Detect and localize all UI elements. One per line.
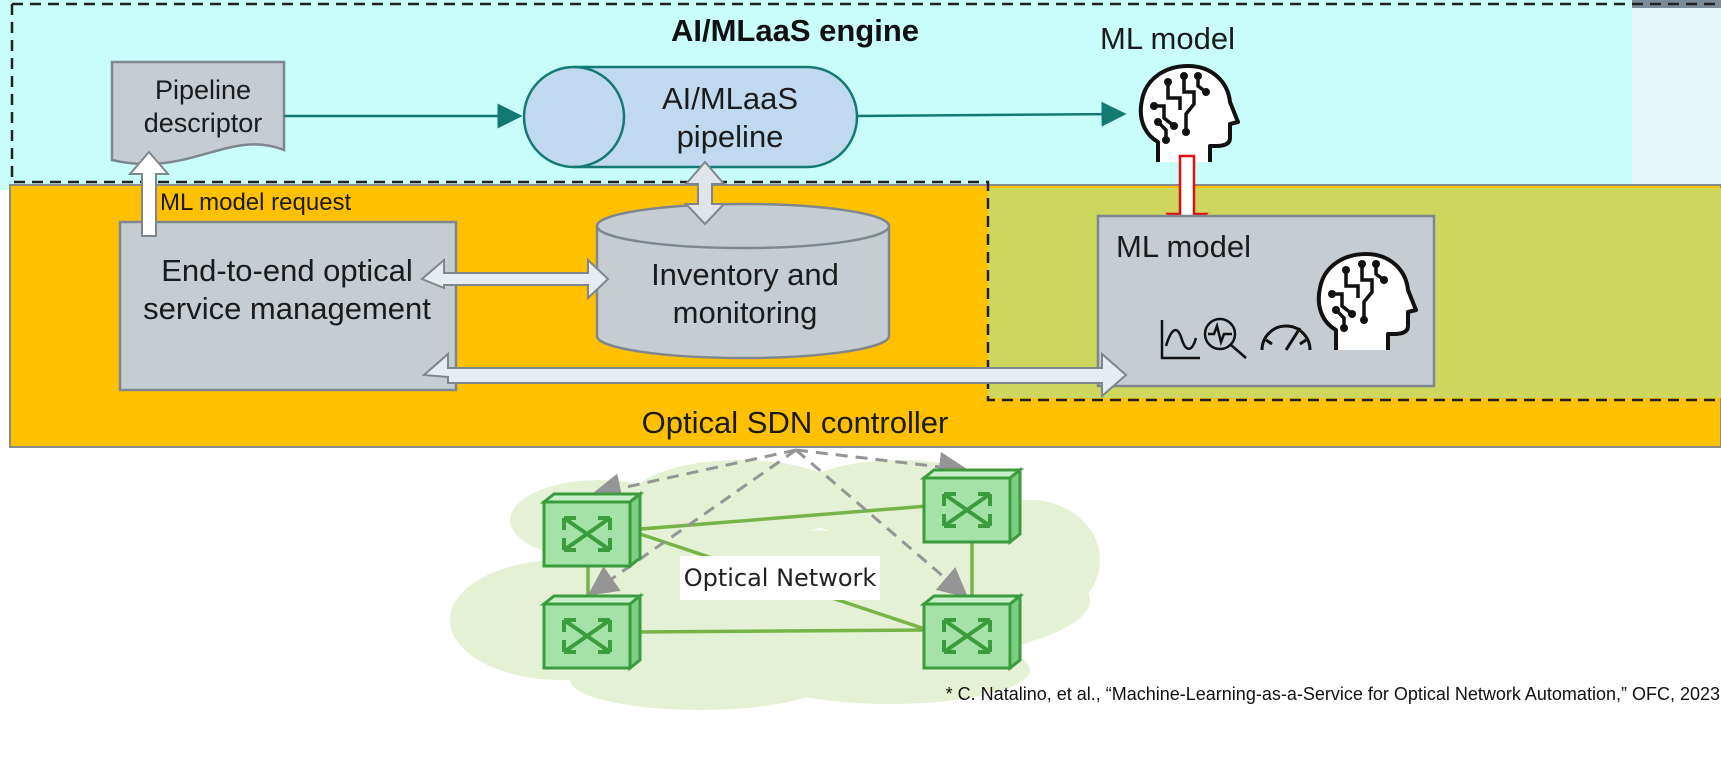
inventory-label: Inventory and monitoring	[651, 257, 839, 330]
ml-model-output-label: ML model	[1100, 21, 1235, 56]
optical-switch-top-left	[542, 492, 642, 568]
optical-network-label: Optical Network	[680, 556, 880, 600]
sdn-controller-label: Optical SDN controller	[641, 405, 949, 440]
signal-chart-icon	[1160, 320, 1200, 360]
optical-switch-bottom-right	[922, 594, 1022, 670]
ml-model-request-label: ML model request	[160, 189, 352, 216]
ml-model-box-label: ML model	[1116, 229, 1251, 264]
e2e-management-label: End-to-end optical service management	[143, 253, 431, 326]
citation: * C. Natalino, et al., “Machine-Learning…	[945, 684, 1720, 704]
speedometer-icon	[1260, 324, 1312, 351]
pipeline-descriptor-label: Pipeline descriptor	[143, 75, 263, 138]
engine-title: AI/MLaaS engine	[670, 13, 920, 48]
waveform-magnifier-icon	[1203, 317, 1247, 359]
pipeline-label: AI/MLaaS pipeline	[661, 81, 799, 154]
optical-switch-top-right	[922, 468, 1022, 544]
optical-switch-bottom-left	[542, 594, 642, 670]
